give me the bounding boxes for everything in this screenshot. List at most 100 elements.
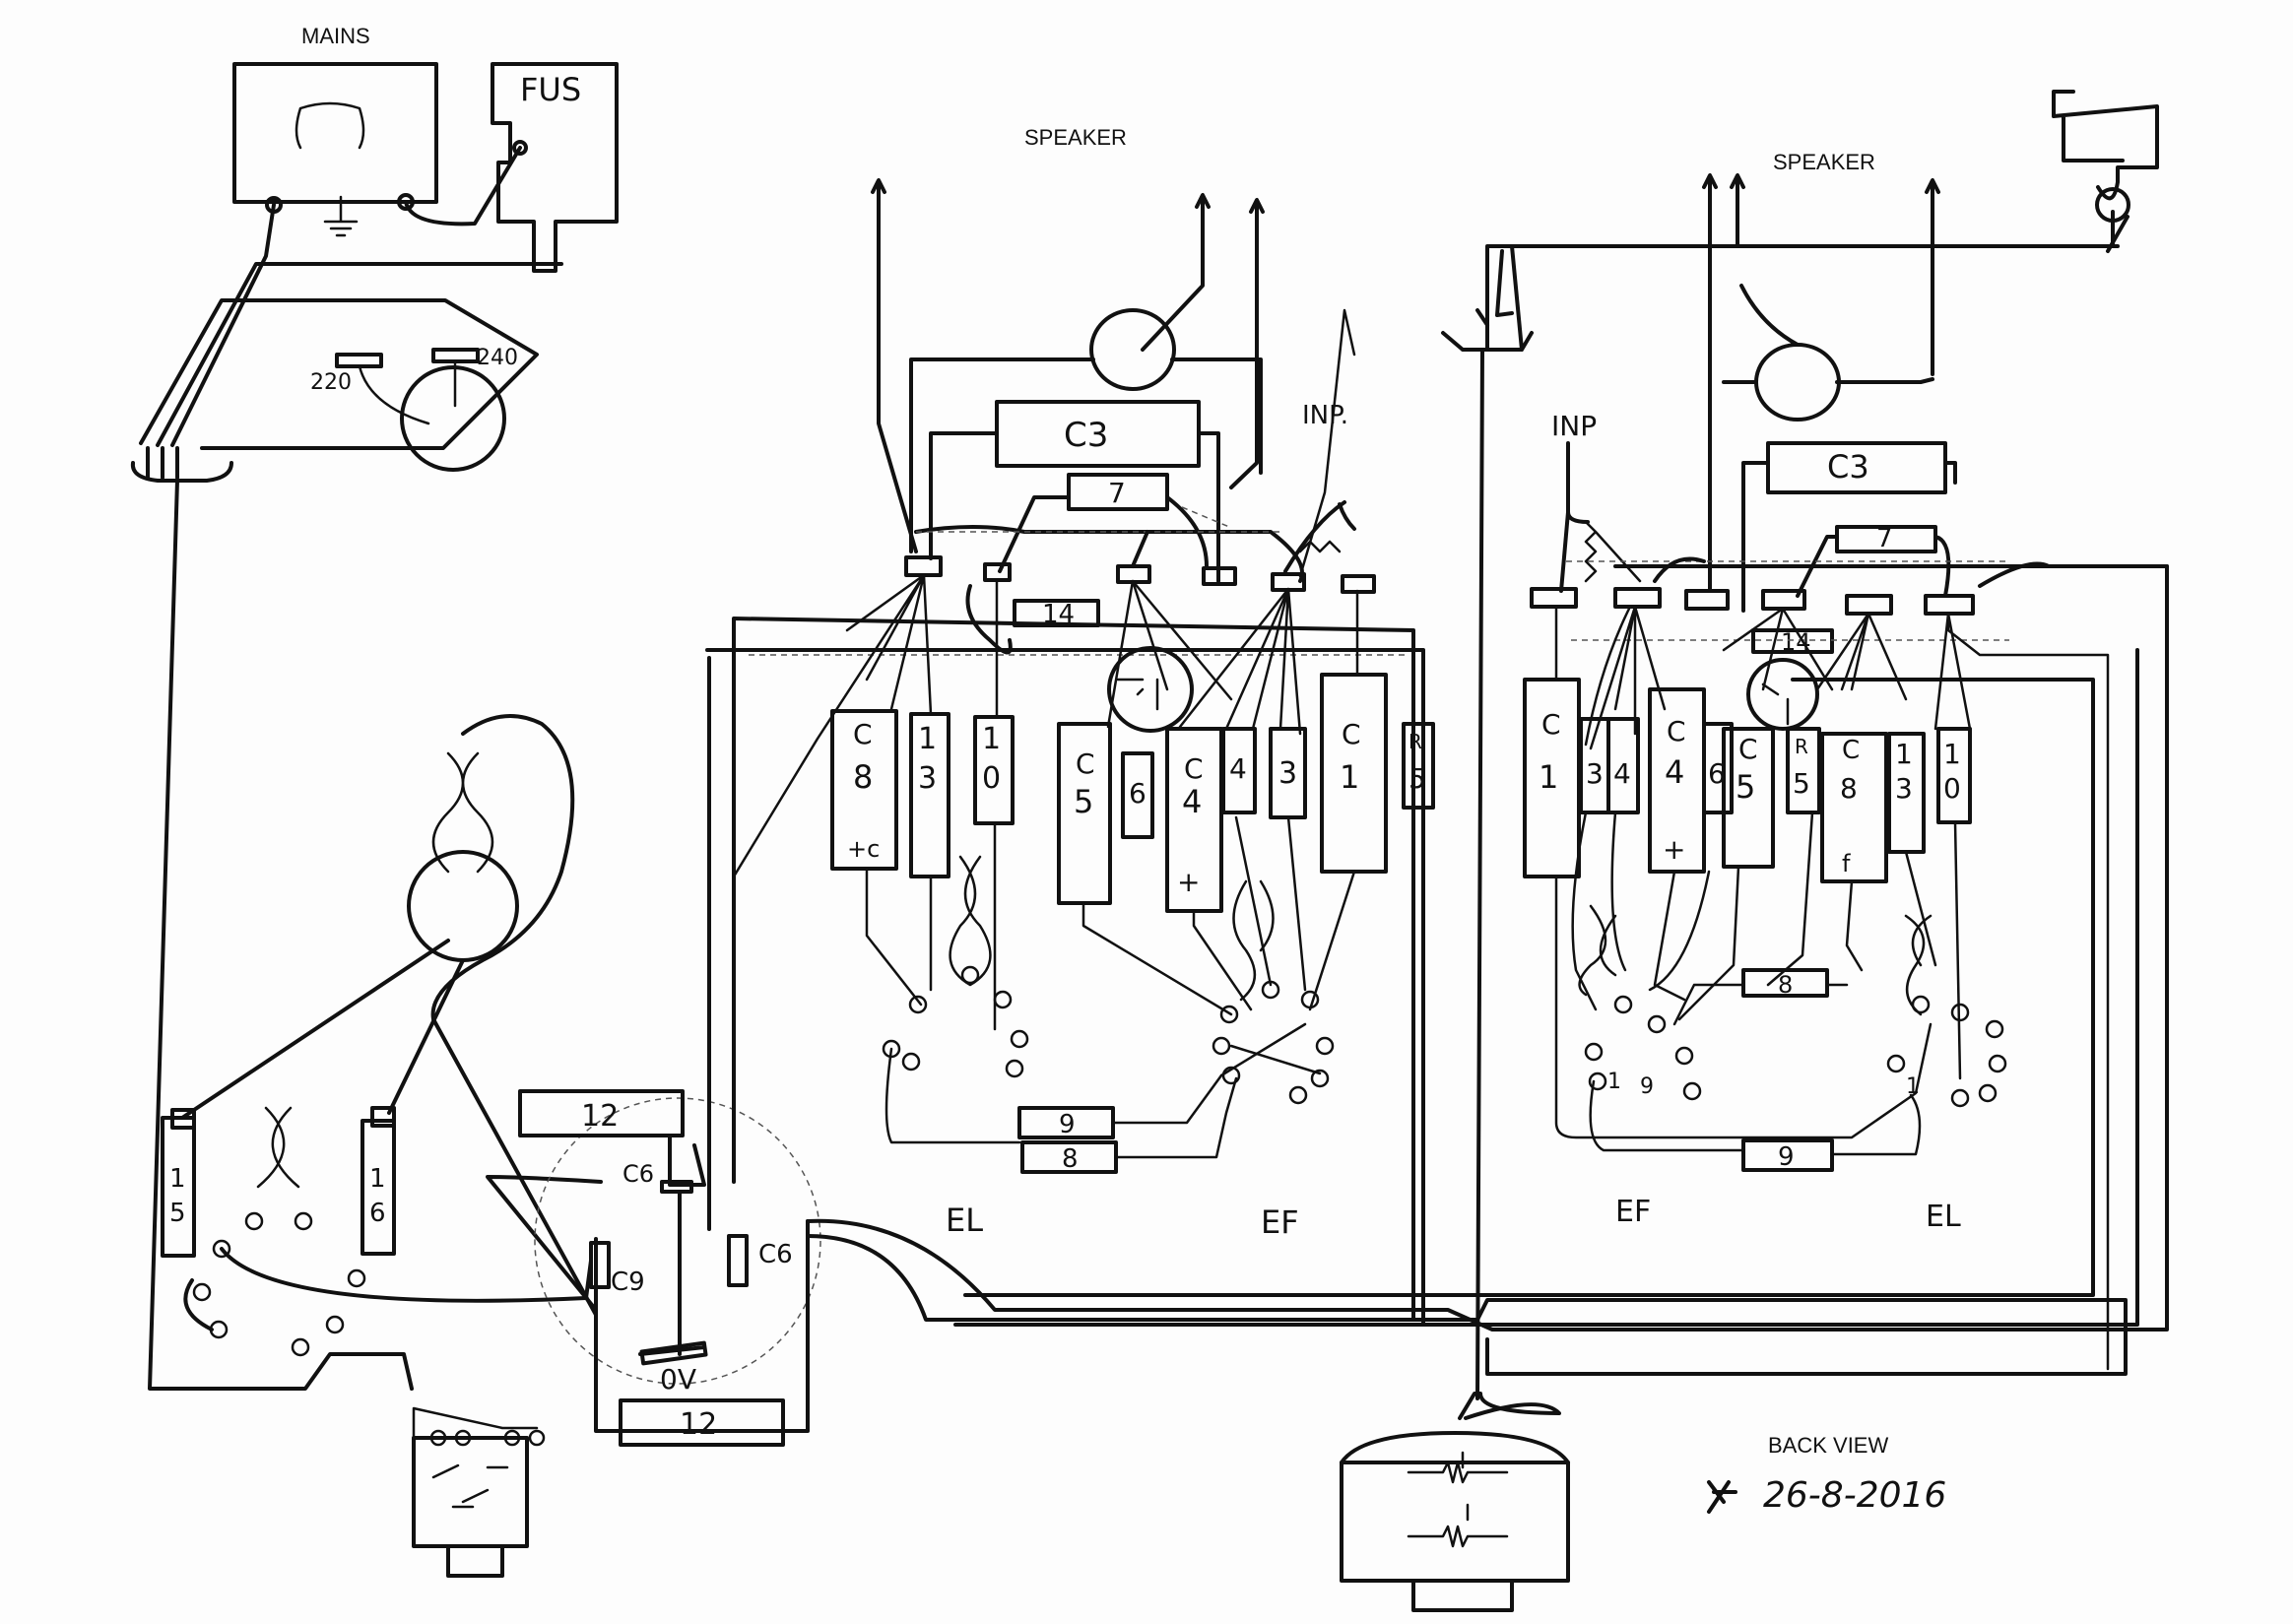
right-r8-label: 8 (1778, 971, 1793, 999)
right-c6-label: 6 (1708, 757, 1726, 790)
right-r7-body (1835, 525, 1937, 553)
c12-top-body (518, 1089, 685, 1137)
right-r10-l2: 0 (1943, 772, 1961, 805)
right-r7-label: 7 (1876, 524, 1893, 553)
right-r14-body (1751, 628, 1834, 654)
right-r4-label: 4 (1613, 757, 1631, 790)
right-r3-label: 3 (1586, 757, 1604, 790)
mains-socket-icon (232, 62, 438, 237)
c12-bottom-label: 12 (680, 1407, 717, 1442)
ef-left-label: EF (1261, 1203, 1299, 1241)
ground-icon (323, 195, 359, 237)
right-c4-polarity: + (1663, 833, 1685, 866)
right-r5-l1: R (1795, 735, 1808, 758)
right-c1-l1: C (1541, 708, 1561, 741)
left-r7-label: 7 (1108, 477, 1126, 509)
speaker-arrow-icon (871, 178, 1265, 553)
c12-top-label: 12 (581, 1099, 619, 1134)
left-r3-label: 3 (1278, 756, 1297, 791)
signature-mark (1707, 1480, 1737, 1514)
left-r10-l2: 0 (982, 761, 1001, 796)
left-r4-body (1221, 727, 1257, 814)
right-c1-l2: 1 (1539, 758, 1558, 796)
right-c8-polarity: f (1842, 850, 1851, 877)
fuse-label: FUS (520, 71, 581, 108)
left-r14-body (1013, 599, 1100, 627)
r15-body (161, 1116, 196, 1258)
left-r13-l2: 3 (918, 761, 937, 796)
signature-date: 26-8-2016 (1763, 1475, 1946, 1516)
left-r10-body (973, 715, 1015, 825)
left-c1-l2: 1 (1340, 758, 1359, 796)
right-c8-l1: C (1842, 736, 1860, 765)
right-r4-body (1606, 717, 1640, 814)
left-c1-l1: C (1342, 718, 1361, 750)
right-pin-1b: 1 (1906, 1074, 1920, 1099)
right-c8-body (1820, 732, 1888, 883)
left-c4-polarity: + (1177, 866, 1200, 898)
right-pin-9: 9 (1640, 1074, 1654, 1099)
left-r5-l2: 5 (1409, 762, 1426, 795)
right-r5-body (1786, 727, 1821, 814)
left-c5-l1: C (1076, 747, 1095, 780)
left-c8-l1: C (853, 718, 873, 750)
right-c3-body (1766, 441, 1947, 494)
right-r8-body (1741, 968, 1829, 998)
left-r4-label: 4 (1229, 752, 1247, 785)
right-c5-l2: 5 (1736, 768, 1755, 806)
c6-a-label: C6 (622, 1160, 654, 1188)
ef-right-label: EF (1615, 1195, 1651, 1229)
right-r5-l2: 5 (1793, 767, 1810, 800)
left-c3-label: C3 (1064, 416, 1108, 455)
right-c4-l2: 4 (1665, 753, 1684, 791)
el-right-label: EL (1926, 1200, 1961, 1234)
c6-b-label: C6 (758, 1240, 793, 1269)
right-c4-l1: C (1667, 715, 1686, 747)
el-left-label: EL (946, 1202, 983, 1239)
right-r10-l1: 1 (1943, 738, 1961, 770)
left-r8-label: 8 (1062, 1144, 1079, 1174)
back-view-label: BACK VIEW (1768, 1433, 1888, 1458)
speaker-left-label: SPEAKER (1024, 125, 1127, 150)
mains-label: MAINS (301, 24, 370, 48)
left-r13-l1: 1 (918, 722, 937, 756)
left-c6-label: 6 (1129, 777, 1146, 810)
c9-label: C9 (611, 1267, 645, 1297)
r16-digit-1: 1 (369, 1164, 386, 1194)
zero-volt-label: 0V (660, 1363, 696, 1396)
potentiometer-icon (1340, 1431, 1570, 1612)
speaker-right-label: SPEAKER (1773, 150, 1875, 174)
right-c8-l2: 8 (1840, 772, 1858, 805)
right-r14-label: 14 (1781, 628, 1811, 656)
voltage-selector-icon (335, 348, 506, 472)
right-r9-label: 9 (1778, 1142, 1795, 1172)
left-r7-body (1067, 473, 1169, 511)
left-r5-body (1402, 722, 1435, 810)
left-inp-label: INP. (1302, 401, 1348, 430)
right-pin-1a: 1 (1607, 1070, 1621, 1094)
right-inp-label: INP (1551, 410, 1597, 442)
left-c8-body (830, 709, 898, 871)
v220-label: 220 (310, 370, 352, 395)
left-r9-label: 9 (1059, 1110, 1076, 1139)
right-r13-l1: 1 (1895, 738, 1913, 770)
left-c4-l2: 4 (1182, 783, 1202, 820)
left-r14-label: 14 (1042, 600, 1075, 629)
right-c6-body (1702, 722, 1734, 814)
r15-digit-2: 5 (169, 1199, 186, 1228)
r16-digit-2: 6 (369, 1199, 386, 1228)
right-c5-l1: C (1738, 733, 1758, 765)
left-r5-l1: R (1409, 730, 1422, 753)
r16-body (360, 1119, 396, 1256)
fuse-holder-icon (491, 62, 619, 273)
left-r10-l1: 1 (982, 722, 1001, 756)
right-r13-l2: 3 (1895, 772, 1913, 805)
c12-bottom-body (619, 1398, 785, 1447)
v240-label: 240 (477, 346, 518, 370)
left-c4-l1: C (1184, 752, 1204, 785)
left-c6-body (1121, 751, 1154, 839)
switch-icon (412, 1406, 546, 1578)
right-c3-label: C3 (1827, 448, 1869, 486)
